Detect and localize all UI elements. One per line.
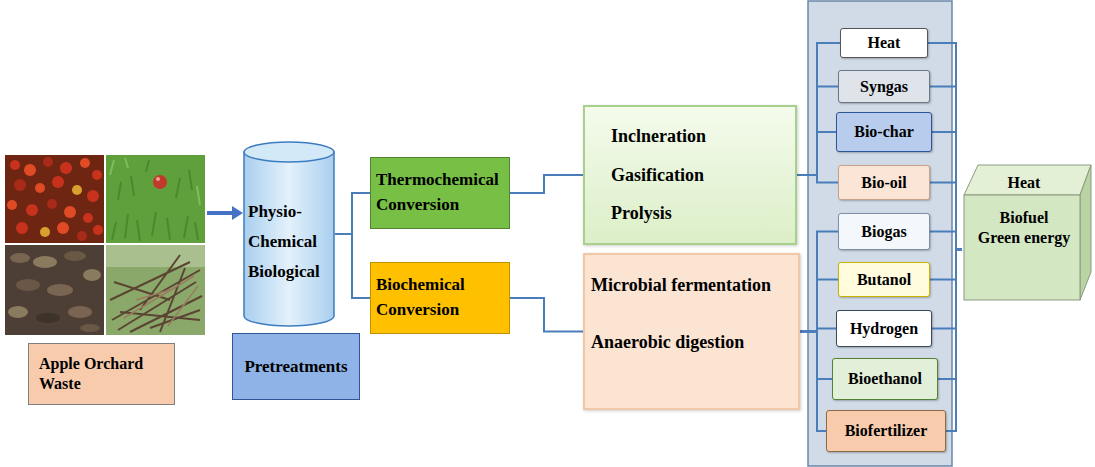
process-box: InclnerationGasificationProlysis	[583, 105, 797, 245]
conversion-box: Biochemical Conversion	[370, 262, 510, 334]
connector	[335, 193, 370, 234]
node-label: Inclneration	[611, 126, 706, 147]
connector	[946, 249, 962, 431]
node-label: Syngas	[860, 78, 908, 96]
connector	[797, 87, 838, 176]
node-label: Thermochemical Conversion	[376, 168, 504, 217]
product-box: Butanol	[838, 262, 930, 297]
node-label: Bio-char	[854, 123, 914, 141]
product-box: Bioethanol	[832, 358, 938, 400]
connector	[335, 234, 370, 298]
node-label: Physio- Chemical Biological	[248, 197, 320, 286]
connector	[930, 249, 962, 279]
connector	[800, 232, 838, 332]
node-label: Prolysis	[611, 203, 672, 224]
node-label: Hydrogen	[850, 320, 918, 338]
photo-branches	[106, 245, 205, 335]
product-box: Biogas	[838, 213, 930, 250]
product-box: Bio-char	[836, 112, 932, 152]
node-label: Biofertilizer	[845, 422, 928, 440]
node-label: Anaerobic digestion	[591, 332, 744, 353]
process-box: Microbial fermentationAnaerobic digestio…	[583, 253, 800, 410]
connector	[797, 132, 836, 175]
connector	[797, 175, 838, 183]
connector	[797, 43, 840, 175]
product-box: Biofertilizer	[826, 410, 946, 452]
product-box: Hydrogen	[836, 310, 932, 347]
connector	[930, 87, 962, 250]
connector	[932, 249, 962, 328]
photo-leaves	[5, 245, 104, 335]
input-arrow	[207, 206, 243, 220]
node-label: Heat	[868, 34, 901, 52]
photo-apples	[5, 155, 104, 243]
product-box: Syngas	[838, 70, 930, 103]
node-label: Pretreatments	[244, 357, 347, 377]
photo-grass-apple	[106, 155, 205, 243]
connector	[930, 183, 962, 250]
connector	[928, 43, 962, 249]
node-label: Heat	[1008, 173, 1041, 193]
connector	[510, 298, 583, 332]
product-box: Bio-oil	[838, 165, 930, 200]
node-label: Microbial fermentation	[591, 275, 771, 296]
output-cube: HeatBiofuelGreen energy	[962, 163, 1093, 302]
node-label: Bio-oil	[861, 174, 906, 192]
node-label: Biofuel	[1000, 208, 1049, 228]
product-panel	[808, 1, 952, 466]
connector	[800, 280, 838, 332]
connector	[930, 232, 962, 250]
node-label: Butanol	[857, 271, 911, 289]
node-label: Apple Orchard Waste	[39, 354, 164, 394]
connector	[510, 175, 583, 193]
product-box: Heat	[840, 28, 928, 58]
node-label: Green energy	[978, 228, 1071, 248]
source-box: Apple Orchard Waste	[28, 343, 175, 405]
pretreatment-cylinder: Physio- Chemical Biological	[243, 140, 335, 328]
node-label: Bioethanol	[848, 370, 922, 388]
node-label: Biochemical Conversion	[376, 273, 504, 322]
node-label: Gasification	[611, 165, 704, 186]
node-label: Biogas	[861, 223, 906, 241]
connector	[938, 249, 962, 379]
pretreatment-box: Pretreatments	[232, 333, 360, 400]
connector	[800, 332, 826, 432]
conversion-box: Thermochemical Conversion	[370, 157, 510, 229]
